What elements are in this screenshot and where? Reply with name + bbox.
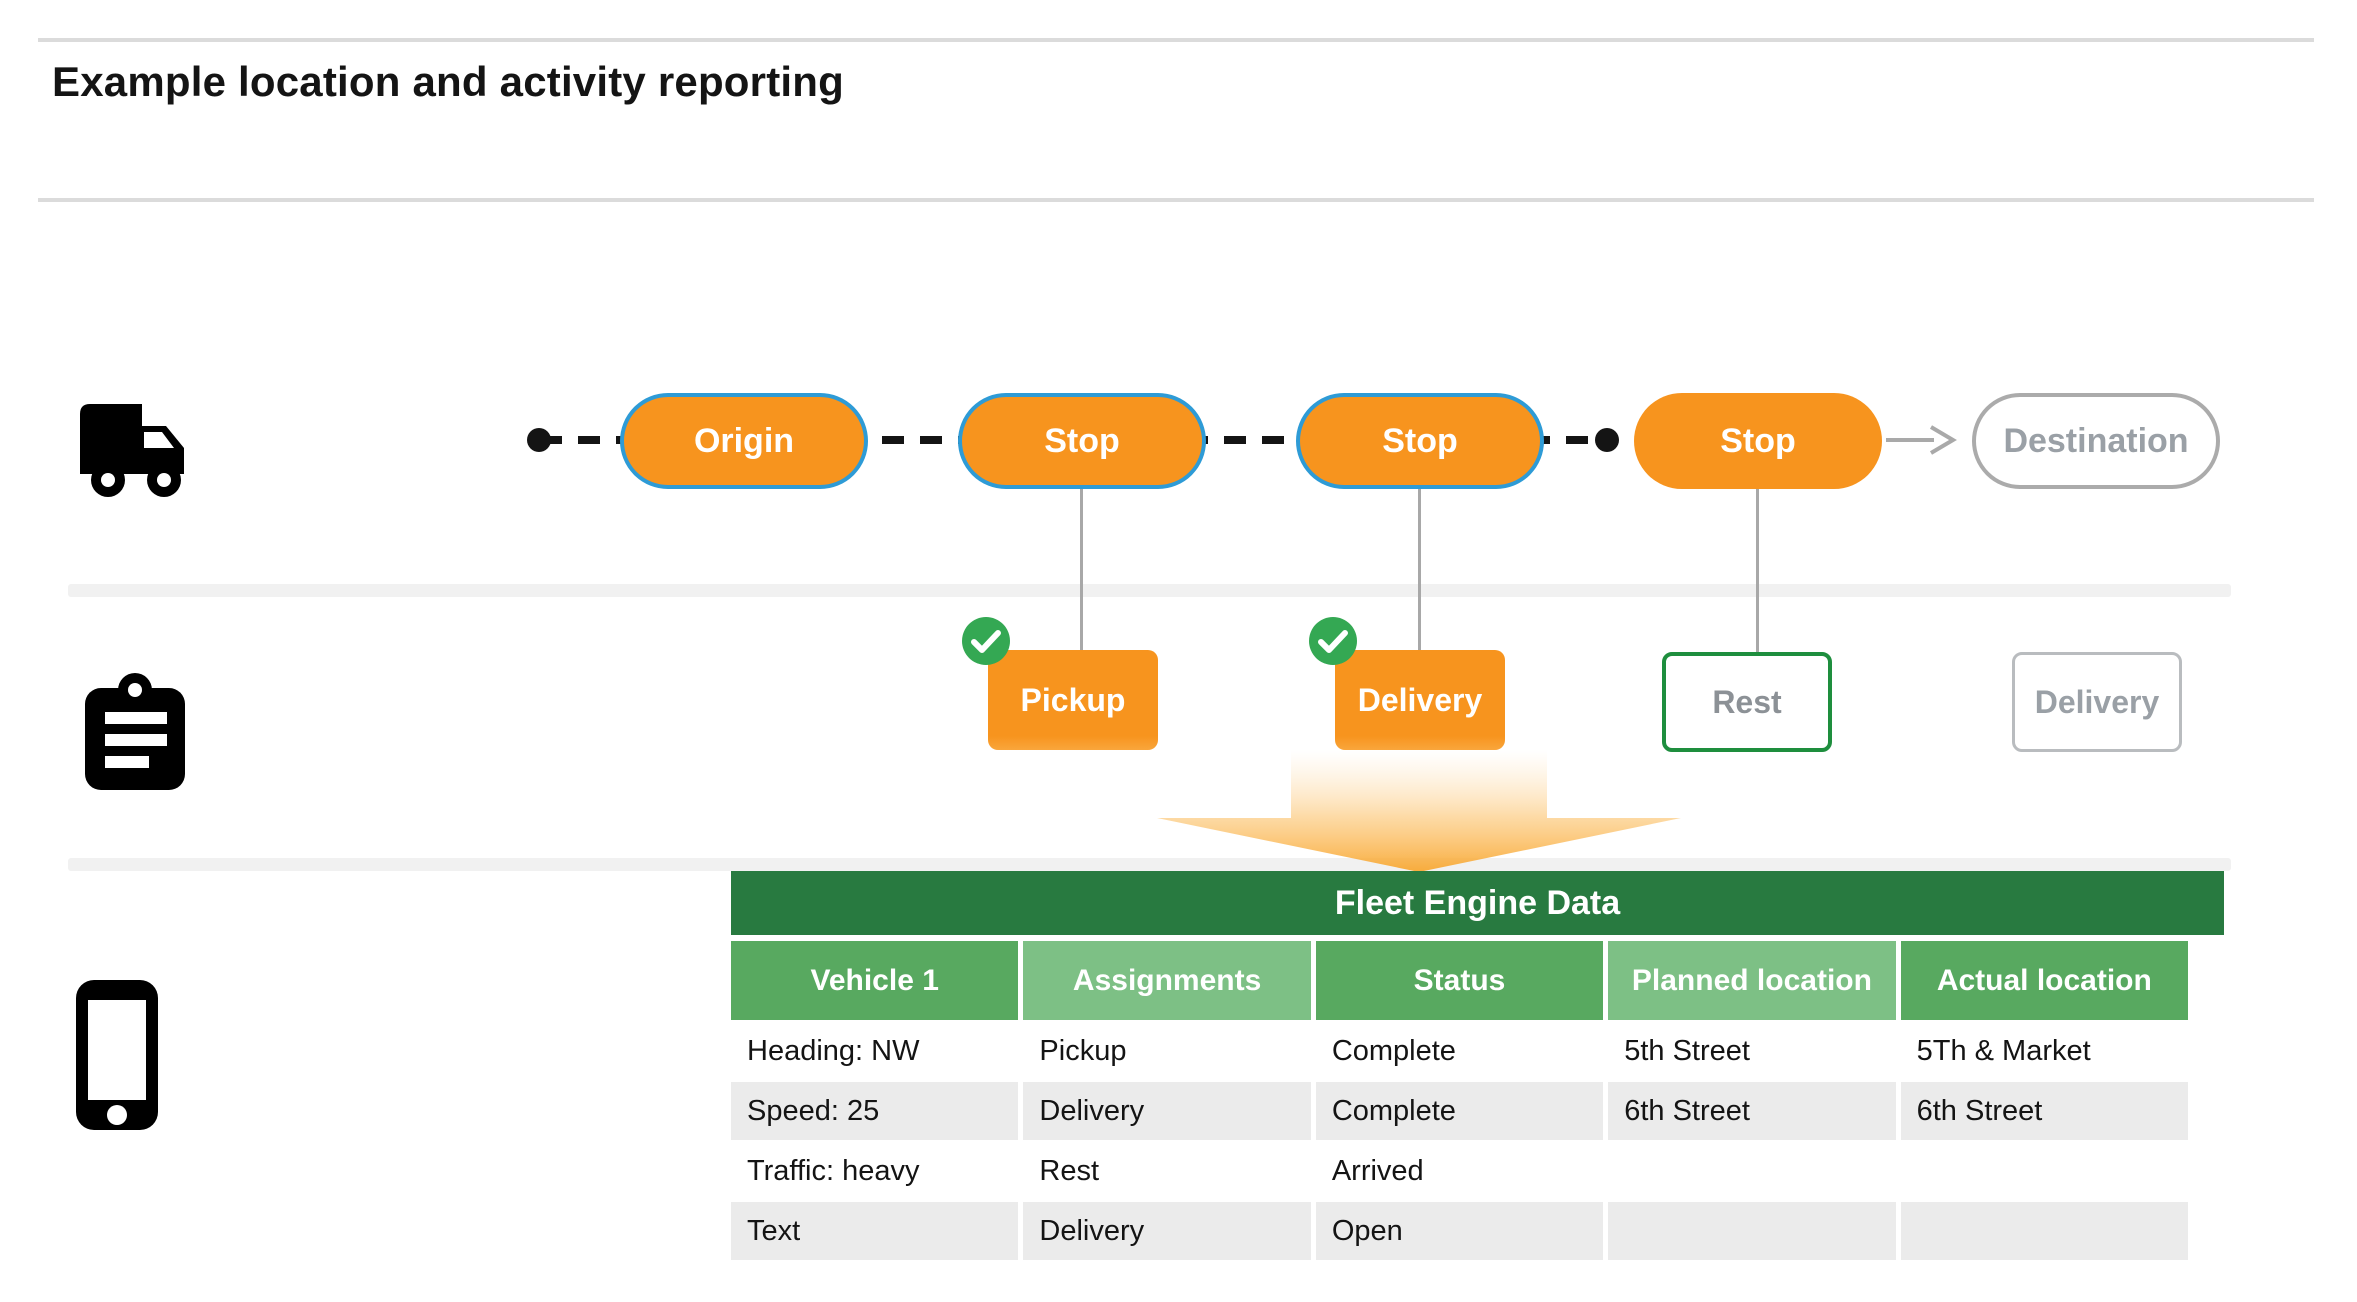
column-header-vehicle: Vehicle 1 (731, 941, 1019, 1020)
table-cell: 6th Street (1608, 1082, 1896, 1140)
route-node-label: Stop (1382, 421, 1458, 460)
destination-arrowhead-icon (1928, 424, 1958, 456)
truck-icon (72, 396, 224, 504)
table-row: Heading: NW Pickup Complete 5th Street 5… (731, 1022, 2188, 1080)
route-node-label: Origin (693, 421, 795, 460)
table-cell: Traffic: heavy (747, 1154, 920, 1187)
page-title: Example location and activity reporting (52, 58, 844, 105)
table-row: Speed: 25 Delivery Complete 6th Street 6… (731, 1082, 2189, 1140)
activity-delivery-2: Delivery (2012, 652, 2182, 752)
table-cell: Speed: 25 (731, 1082, 1019, 1140)
connector-stop3-rest (1756, 489, 1759, 652)
route-node-stop-3: Stop (1634, 393, 1882, 489)
activity-rest: Rest (1662, 652, 1832, 752)
route-node-label: Stop (1044, 421, 1120, 460)
connector-stop2-delivery (1418, 489, 1421, 650)
top-divider (38, 38, 2314, 42)
route-node-origin: Origin (620, 393, 868, 489)
table-cell: 6th Street (1900, 1082, 2189, 1140)
route-node-label: Destination (2003, 421, 2189, 460)
table-cell: Rest (1039, 1154, 1100, 1187)
table-header-row: Vehicle 1 Assignments Status Planned loc… (731, 941, 2189, 1020)
section-divider-2 (68, 858, 2231, 871)
route-node-stop-2: Stop (1296, 393, 1544, 489)
section-divider-1 (68, 584, 2231, 597)
table-cell: Complete (1315, 1082, 1604, 1140)
check-circle-icon (1308, 616, 1358, 666)
table-cell: 5Th & Market (1916, 1034, 2091, 1067)
title-divider (38, 198, 2314, 202)
route-node-label: Stop (1720, 421, 1796, 460)
data-flow-arrow (1157, 750, 1681, 872)
table-cell: 5th Street (1624, 1034, 1750, 1067)
table-cell: Delivery (1023, 1082, 1311, 1140)
column-header-planned-location: Planned location (1608, 941, 1896, 1020)
table-cell: Complete (1331, 1034, 1456, 1067)
column-header-assignments: Assignments (1023, 941, 1311, 1020)
route-start-dot (527, 428, 551, 452)
activity-label: Rest (1712, 683, 1782, 720)
destination-arrow-line (1886, 438, 1934, 442)
activity-label: Delivery (1357, 681, 1483, 718)
table-cell (1900, 1202, 2189, 1260)
table-cell (1608, 1142, 1895, 1200)
table-row: Text Delivery Open (731, 1202, 2189, 1260)
activity-delivery-1: Delivery (1309, 617, 1505, 750)
table-cell: Delivery (1023, 1202, 1311, 1260)
route-progress-dot (1595, 428, 1619, 452)
table-cell (1901, 1142, 2188, 1200)
table-row: Traffic: heavy Rest Arrived (731, 1142, 2188, 1200)
column-header-actual-location: Actual location (1900, 941, 2189, 1020)
activity-label: Pickup (1020, 681, 1126, 718)
route-node-stop-1: Stop (958, 393, 1206, 489)
table-cell: Text (731, 1202, 1019, 1260)
table-title: Fleet Engine Data (1334, 883, 1621, 922)
table-cell: Arrived (1331, 1154, 1424, 1187)
connector-stop1-pickup (1080, 489, 1083, 650)
table-cell: Pickup (1039, 1034, 1127, 1067)
phone-icon (72, 978, 162, 1132)
activity-pickup: Pickup (962, 617, 1158, 750)
table-title-bar: Fleet Engine Data (731, 871, 2224, 935)
table-cell (1608, 1202, 1896, 1260)
table-cell: Open (1315, 1202, 1604, 1260)
column-header-status: Status (1315, 941, 1604, 1020)
activity-label: Delivery (2034, 683, 2160, 720)
table-body: Heading: NW Pickup Complete 5th Street 5… (731, 1022, 2189, 1262)
clipboard-icon (75, 668, 195, 794)
check-circle-icon (961, 616, 1011, 666)
table-cell: Heading: NW (747, 1034, 920, 1067)
route-node-destination: Destination (1972, 393, 2220, 489)
